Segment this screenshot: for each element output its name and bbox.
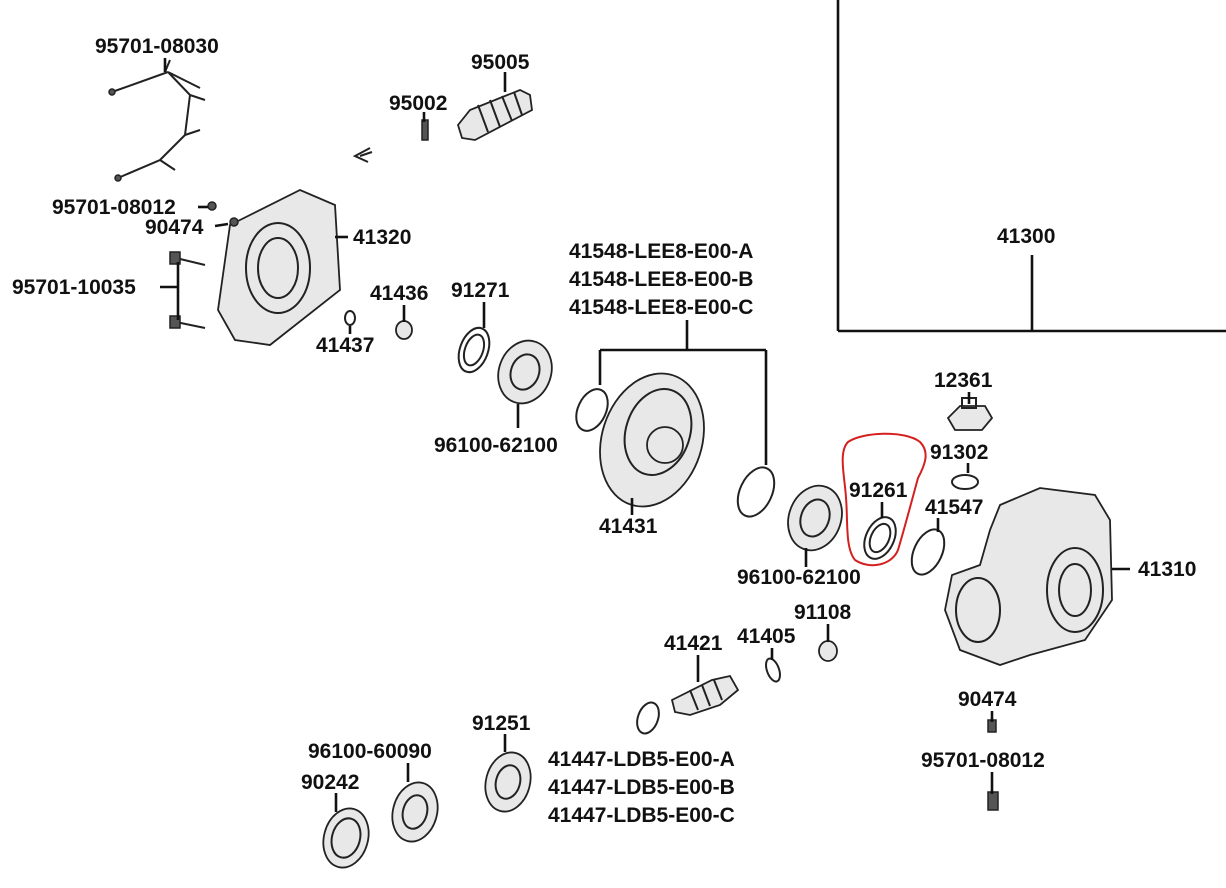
seal-91271-part: [457, 326, 491, 374]
shim-41447-part: [636, 701, 660, 735]
label-41320: 41320: [353, 226, 411, 249]
label-91108: 91108: [794, 601, 852, 624]
bearing-96100-60090-part: [391, 781, 439, 843]
bolts-95701-10035-part: [169, 251, 206, 329]
seal-90242-part: [322, 807, 370, 869]
label-91271: 91271: [451, 279, 510, 302]
label-41447-c: 41447-LDB5-E00-C: [548, 804, 735, 827]
label-41421: 41421: [664, 632, 723, 655]
label-41437: 41437: [316, 334, 374, 357]
label-41447-b: 41447-LDB5-E00-B: [548, 776, 735, 799]
label-96100-60090: 96100-60090: [308, 740, 432, 763]
label-91302: 91302: [930, 441, 988, 464]
label-41405: 41405: [737, 625, 796, 648]
label-41436: 41436: [370, 282, 428, 305]
plug-91108-part: [818, 640, 838, 662]
label-91251: 91251: [472, 712, 531, 735]
label-95005: 95005: [471, 51, 530, 74]
label-41431: 41431: [599, 515, 658, 538]
label-95701-10035: 95701-10035: [12, 276, 136, 299]
leader-90474-a: [214, 222, 229, 228]
housing-41310-part: [944, 487, 1113, 666]
label-90474-a: 90474: [145, 216, 204, 239]
label-41548-a: 41548-LEE8-E00-A: [569, 240, 753, 263]
part-labels: 95701-08030 95005 95002 95701-08012 9047…: [12, 35, 1196, 827]
label-95701-08012-b: 95701-08012: [921, 749, 1045, 772]
label-95701-08030: 95701-08030: [95, 35, 219, 58]
label-12361: 12361: [934, 369, 993, 392]
label-95002: 95002: [389, 92, 447, 115]
label-41547: 41547: [925, 496, 983, 519]
clip-41405-part: [765, 657, 781, 683]
label-90242: 90242: [301, 771, 359, 794]
highlight-outline-91261: [841, 432, 927, 567]
label-41300: 41300: [997, 225, 1055, 248]
assembly-41300-frame: [836, 0, 1226, 333]
plug-41436-part: [344, 310, 413, 340]
label-91261: 91261: [849, 479, 908, 502]
bearing-91251-part: [484, 751, 532, 813]
ring-41547-part: [910, 528, 946, 576]
screw-95002-part: [352, 119, 429, 163]
label-41310: 41310: [1138, 558, 1196, 581]
shims-bracket-41548: [598, 320, 768, 465]
label-95701-08012-a: 95701-08012: [52, 196, 176, 219]
shim-rings-part: [575, 388, 776, 518]
label-41447-a: 41447-LDB5-E00-A: [548, 748, 735, 771]
label-90474-b: 90474: [958, 688, 1017, 711]
pinion-41421-part: [670, 674, 740, 716]
wire-harness-part: [108, 59, 206, 182]
label-41548-c: 41548-LEE8-E00-C: [569, 296, 753, 319]
label-41548-b: 41548-LEE8-E00-B: [569, 268, 753, 291]
ring-gear-41431-part: [599, 372, 705, 508]
seal-91261-part: [863, 516, 897, 560]
cover-41320-part: [207, 189, 341, 346]
boot-part: [456, 89, 533, 141]
bearing-96100-62100-b-part: [787, 484, 843, 552]
label-96100-62100-a: 96100-62100: [434, 434, 558, 457]
bearing-96100-62100-a-part: [497, 339, 553, 405]
label-96100-62100-b: 96100-62100: [737, 566, 861, 589]
